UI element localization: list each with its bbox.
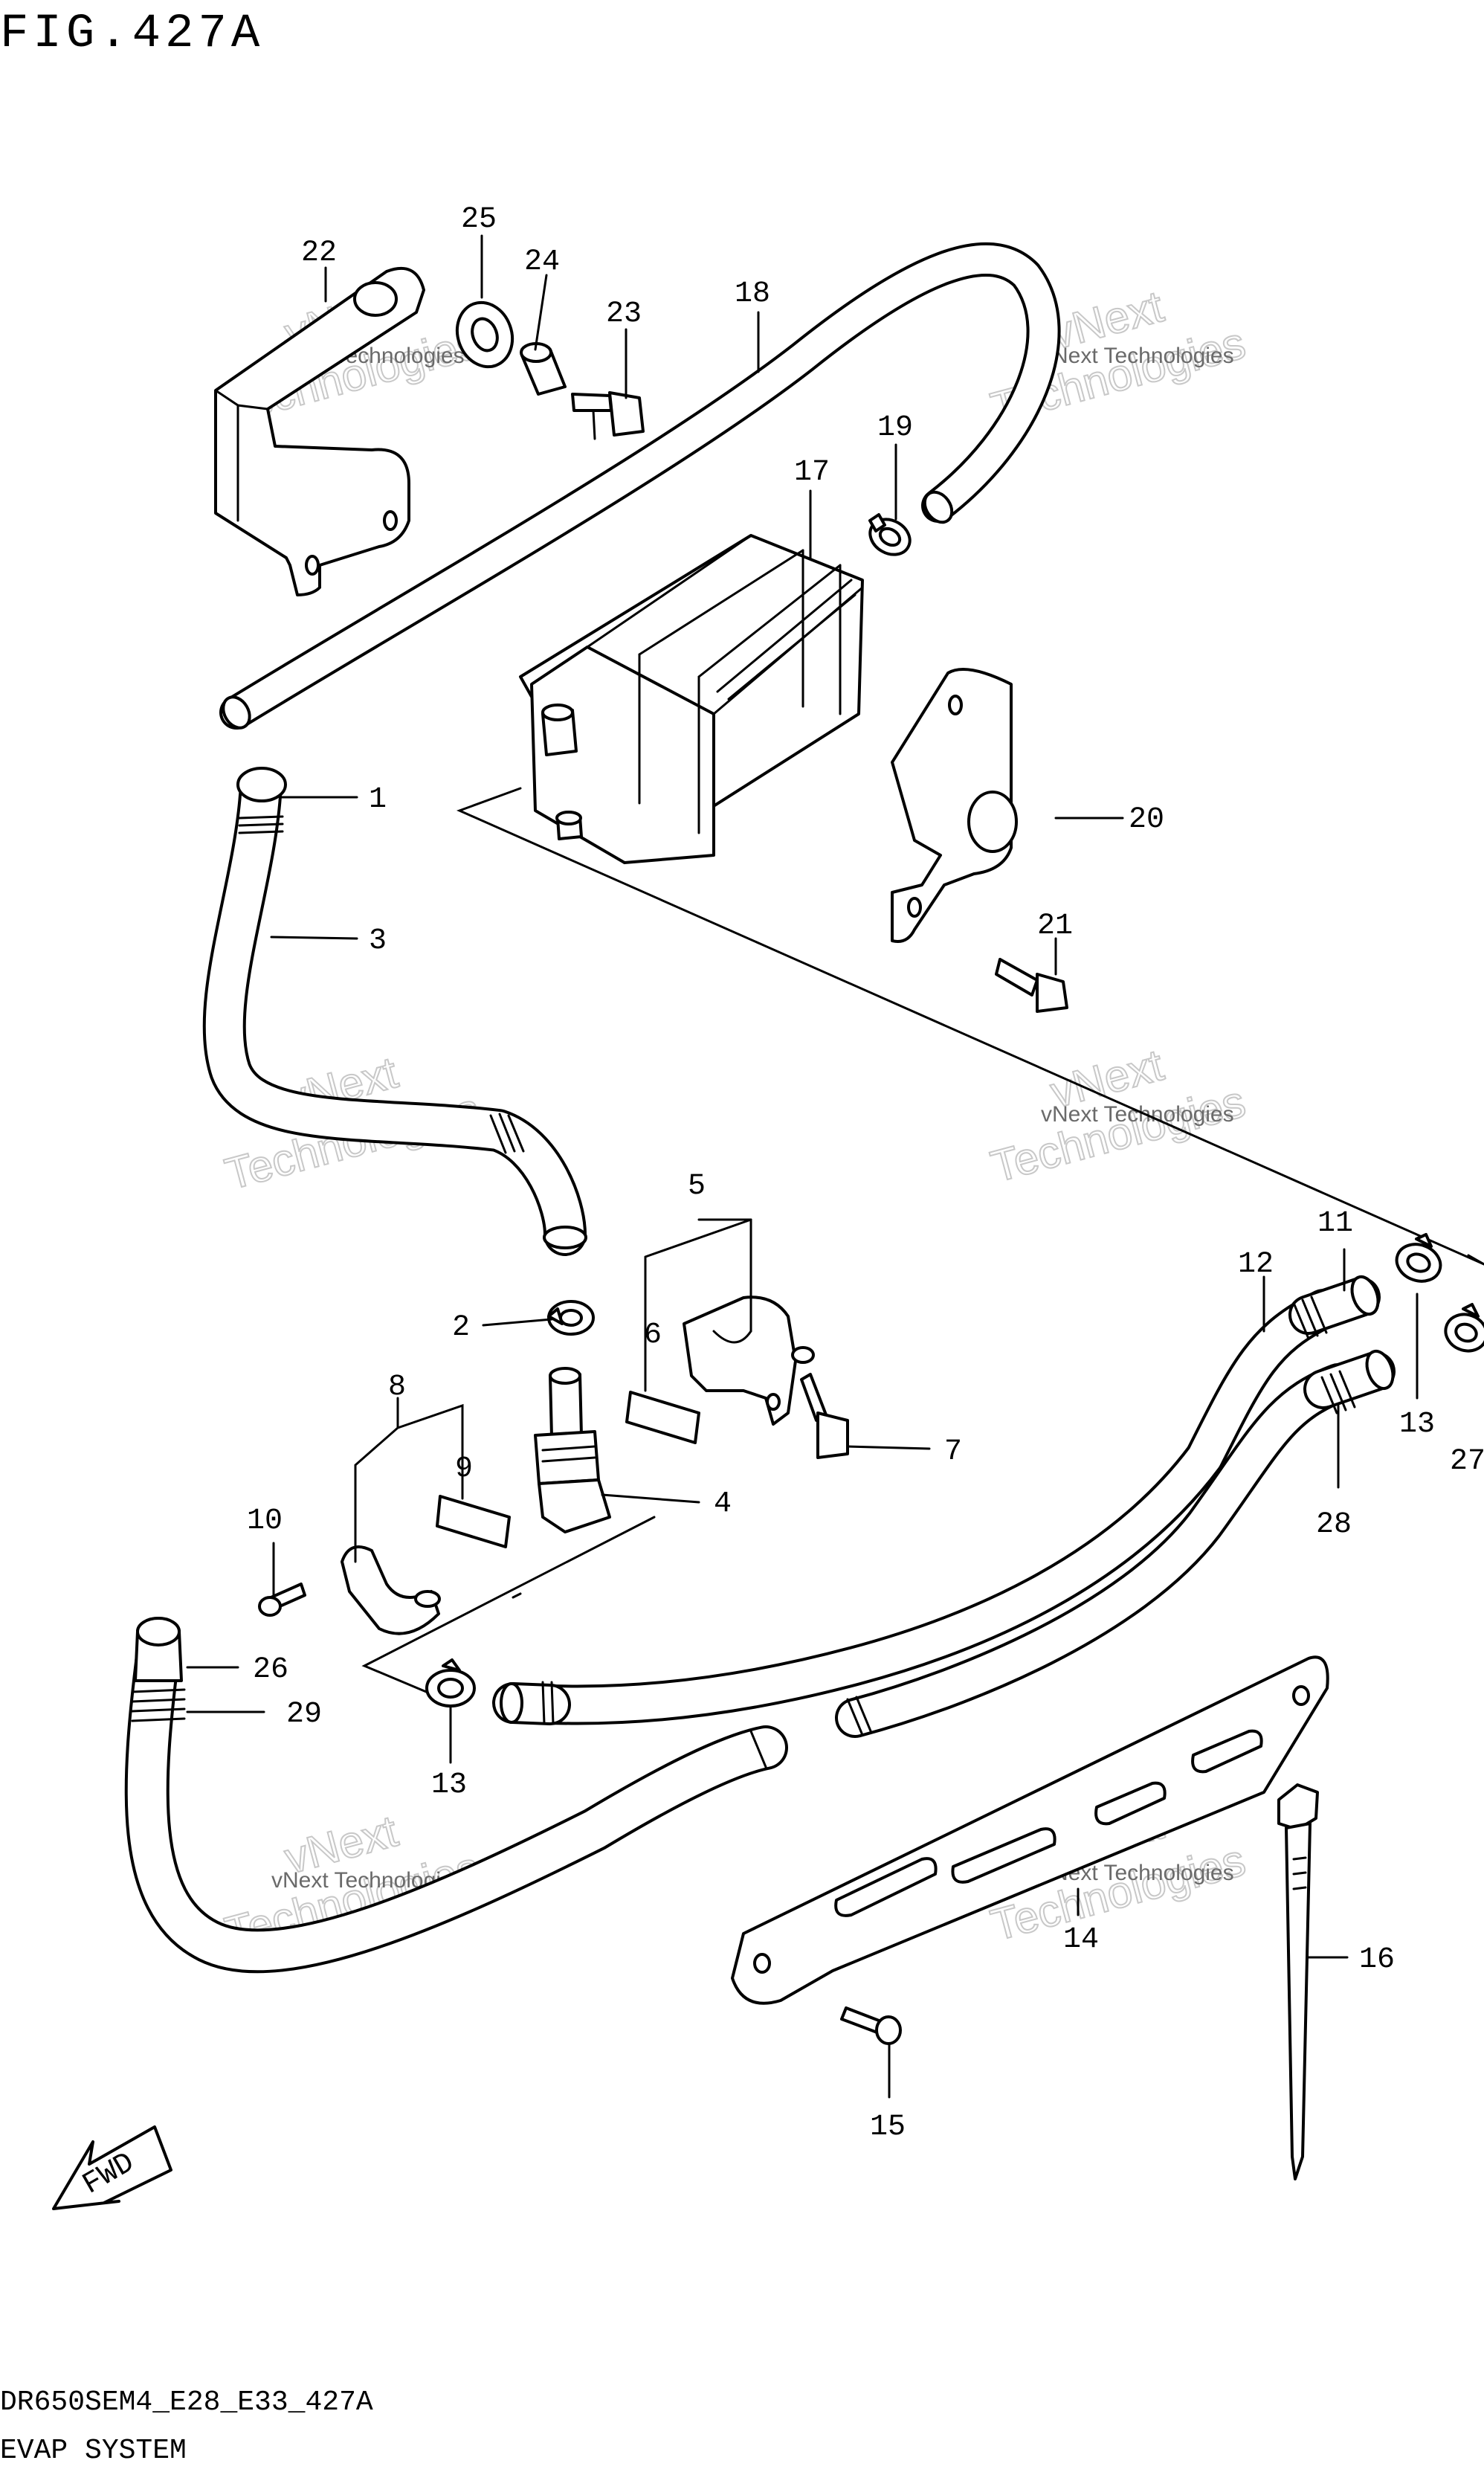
- fwd-arrow: FWD: [52, 2125, 172, 2210]
- callout-13-lower: 13: [431, 1768, 467, 1802]
- bolt-7: [800, 1373, 849, 1459]
- callout-1: 1: [369, 783, 387, 817]
- callout-12: 12: [1238, 1248, 1274, 1281]
- callout-11: 11: [1317, 1207, 1353, 1240]
- screw-10: [258, 1583, 306, 1617]
- callout-22: 22: [301, 236, 337, 270]
- clamp-19: [868, 513, 912, 556]
- callout-17: 17: [794, 456, 830, 489]
- svg-text:vNext Technologies: vNext Technologies: [1041, 344, 1234, 368]
- hose-12: [500, 1275, 1381, 1725]
- bolt-23: [571, 391, 645, 440]
- callout-10: 10: [247, 1504, 283, 1538]
- clamp-13-upper: [1395, 1233, 1442, 1283]
- bracket-22: [214, 267, 425, 596]
- bracket-14: [731, 1655, 1329, 2005]
- callout-18: 18: [735, 277, 770, 311]
- bracket-20: [891, 668, 1018, 943]
- callout-26: 26: [253, 1653, 288, 1687]
- screw-15: [840, 2006, 902, 2045]
- hose-18: [219, 242, 1061, 730]
- clamp-8: [341, 1545, 441, 1635]
- watermark: vNext Technologies vNext Technologies: [985, 1039, 1251, 1192]
- hose-29: [124, 1617, 873, 1974]
- clamp-2: [547, 1300, 595, 1336]
- callout-2: 2: [452, 1311, 470, 1345]
- pad-6: [625, 1391, 700, 1444]
- callout-6: 6: [644, 1319, 662, 1352]
- callout-23: 23: [606, 297, 642, 331]
- tie-16: [1277, 1783, 1319, 2180]
- holder-5: [683, 1295, 815, 1426]
- callout-27: 27: [1450, 1445, 1484, 1478]
- callout-20: 20: [1129, 803, 1164, 837]
- clamp-13-lower: [425, 1658, 476, 1707]
- callout-29: 29: [286, 1698, 322, 1731]
- hose-3: [202, 767, 587, 1256]
- svg-text:vNext Technologies: vNext Technologies: [1041, 1102, 1234, 1127]
- callout-15: 15: [870, 2111, 906, 2144]
- model-code: DR650SEM4_E28_E33_427A: [0, 2386, 373, 2418]
- callout-24: 24: [524, 245, 560, 279]
- callout-14: 14: [1063, 1923, 1099, 1957]
- assembly-outline: [361, 787, 1484, 1699]
- callout-9: 9: [455, 1452, 473, 1486]
- hose-12-end: [492, 1681, 571, 1725]
- callout-8: 8: [388, 1371, 406, 1404]
- callout-16: 16: [1359, 1943, 1395, 1977]
- callout-21: 21: [1037, 910, 1073, 943]
- callout-7: 7: [944, 1435, 962, 1469]
- collar-24: [520, 342, 567, 396]
- pad-9: [436, 1495, 511, 1548]
- callout-5: 5: [688, 1170, 706, 1203]
- clamp-27: [1444, 1303, 1484, 1353]
- callout-28: 28: [1316, 1508, 1352, 1542]
- valve-4: [534, 1367, 611, 1533]
- callout-13-upper: 13: [1399, 1408, 1435, 1441]
- callout-3: 3: [369, 924, 387, 958]
- callout-4: 4: [714, 1487, 732, 1521]
- canister-17: [519, 534, 864, 864]
- leader-lines: [186, 234, 1419, 2099]
- callout-25: 25: [461, 203, 497, 236]
- section-name: EVAP SYSTEM: [0, 2435, 187, 2467]
- figure-title: FIG.427A: [0, 7, 264, 61]
- hose-28: [835, 1349, 1396, 1738]
- callout-19: 19: [877, 411, 913, 445]
- bolt-21: [995, 958, 1068, 1013]
- washer-25: [455, 300, 514, 369]
- callouts: 1 2 3 4 5 6 7 8 9 10 11 12 13 13 14 15 1…: [247, 203, 1484, 2144]
